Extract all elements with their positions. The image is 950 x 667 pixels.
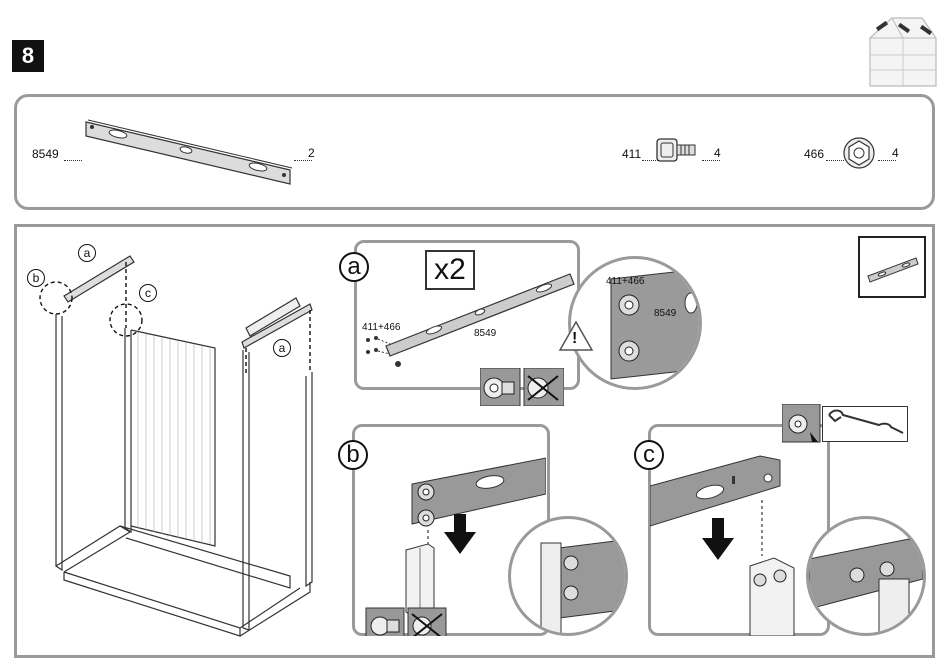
- warning-mark: !: [572, 330, 577, 348]
- correct-incorrect-torque-icons: [480, 368, 564, 406]
- bar-icon: [860, 238, 924, 296]
- nut-bolt-icon: [782, 404, 822, 446]
- wrench-tool-box: [822, 406, 908, 442]
- bar-icon: [82, 112, 296, 190]
- nut-icon: [842, 136, 876, 170]
- frame-overview-drawing: [20, 236, 340, 646]
- part-number-466: 466: [804, 147, 824, 161]
- detail-c-zoom: [806, 516, 926, 636]
- step-number-badge: 8: [12, 40, 44, 72]
- reference-bar-box: [858, 236, 926, 298]
- zoom-hardware-label: 411+466: [606, 276, 644, 287]
- part-qty-8549: 2: [308, 146, 315, 160]
- overview-label-a: a: [78, 244, 96, 262]
- detail-c-drawing: [650, 446, 830, 636]
- overview-label-b: b: [27, 269, 45, 287]
- part-number-8549: 8549: [32, 147, 59, 161]
- leader-dots: [62, 148, 84, 166]
- part-qty-411: 4: [714, 146, 721, 160]
- bar-with-hardware-drawing: [362, 268, 578, 372]
- shed-thumbnail-icon: [862, 10, 940, 90]
- bolt-icon: [655, 136, 699, 164]
- overview-label-c: c: [139, 284, 157, 302]
- zoom-bar-label: 8549: [654, 308, 676, 319]
- detail-b-zoom: [508, 516, 628, 636]
- part-qty-466: 4: [892, 146, 899, 160]
- wrench-icon: [823, 407, 905, 439]
- part-number-411: 411: [622, 147, 641, 161]
- overview-label-a-right: a: [273, 339, 291, 357]
